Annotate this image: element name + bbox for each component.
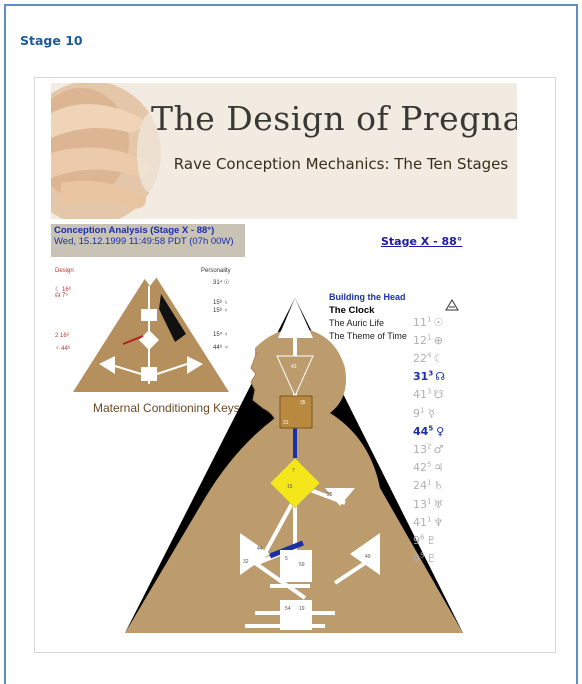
planet-symbol-icon: ☾ <box>431 352 445 365</box>
gate-sacral2: 59 <box>299 562 305 568</box>
planet-gate: 224 <box>413 352 431 365</box>
planet-row: 413☋ <box>413 388 445 402</box>
planet-symbol-icon: ♂ <box>431 443 445 456</box>
mini-left-row-4: ♆ 44⁶ <box>55 345 71 352</box>
planet-gate: 411 <box>413 516 431 529</box>
planet-row: 411♆ <box>413 515 445 529</box>
mini-left-row-1: ☾ 16⁶ <box>55 286 72 293</box>
building-head-info: Building the Head The Clock The Auric Li… <box>329 291 407 343</box>
gate-g2: 7 <box>292 468 295 474</box>
mini-personality-header: Personality <box>201 268 231 274</box>
gate-ajna: 43 <box>291 364 297 370</box>
conception-analysis-box: Conception Analysis (Stage X - 88°) Wed,… <box>51 224 245 257</box>
planet-row: 131♅ <box>413 497 445 511</box>
planet-gate: 241 <box>413 479 431 492</box>
planet-gate: 445 <box>413 425 433 438</box>
planet-row: 241♄ <box>413 479 445 493</box>
planet-row: 425♃ <box>413 461 445 475</box>
planet-row: 111☉ <box>413 315 445 329</box>
planet-row: 132♂ <box>413 442 445 456</box>
planet-symbol-icon: ♃ <box>431 461 445 474</box>
gate-root: 54 <box>285 606 291 612</box>
head-auric: The Auric Life <box>329 317 407 330</box>
planet-symbol-icon: ☉ <box>431 316 445 329</box>
planet-symbol-icon: ♇ <box>424 552 438 565</box>
head-center <box>278 298 313 338</box>
mini-right-row-1: 31⁴ ☉ <box>213 279 229 286</box>
planet-symbol-icon: ⊕ <box>431 334 445 347</box>
panel-title: Stage 10 <box>20 33 83 48</box>
planet-gate: 111 <box>413 316 431 329</box>
banner-title: The Design of Pregnancy <box>151 99 517 138</box>
planet-symbol-icon: ☋ <box>431 388 445 401</box>
root-center <box>280 600 312 630</box>
planet-row: 96♇ <box>413 533 438 547</box>
content-frame: The Design of Pregnancy Rave Conception … <box>34 77 556 653</box>
planet-gate: 132 <box>413 443 431 456</box>
planet-row: 224☾ <box>413 351 445 365</box>
head-clock: The Clock <box>329 304 407 317</box>
planet-gate: 95 <box>413 552 424 565</box>
planet-symbol-icon: ♅ <box>431 498 445 511</box>
mini-left-row-3: 2 16⁶ <box>55 332 70 339</box>
mini-left-row-2: ☊ 7⁵ <box>55 292 68 299</box>
planet-gate: 425 <box>413 461 431 474</box>
planet-symbol-icon: ♆ <box>431 516 445 529</box>
head-theme: The Theme of Time <box>329 330 407 343</box>
gate-sacral: 5 <box>285 556 288 562</box>
planet-row: 121⊕ <box>413 333 445 347</box>
planet-row: 91☿ <box>413 406 438 420</box>
planet-gate: 313 <box>413 370 433 383</box>
planet-gate: 91 <box>413 407 424 420</box>
gate-throat: 35 <box>300 400 306 406</box>
planet-row: 445♀ <box>413 424 447 438</box>
banner: The Design of Pregnancy Rave Conception … <box>51 83 517 219</box>
gate-throat-side: 31 <box>283 420 289 426</box>
planet-gate: 121 <box>413 334 431 347</box>
planet-symbol-icon: ♇ <box>424 534 438 547</box>
mini-design-header: Design <box>55 268 74 274</box>
planet-gate: 131 <box>413 498 431 511</box>
stage-x-link[interactable]: Stage X - 88° <box>381 235 462 248</box>
gate-spleen2: 32 <box>243 559 249 565</box>
sacral-center <box>280 550 312 582</box>
planet-gate: 96 <box>413 534 424 547</box>
analysis-title: Conception Analysis (Stage X - 88°) <box>54 225 242 236</box>
analysis-date: Wed, 15.12.1999 11:49:58 PDT (07h 00W) <box>54 236 242 247</box>
banner-subtitle: Rave Conception Mechanics: The Ten Stage… <box>171 155 511 173</box>
planet-symbol-icon: ☊ <box>433 370 447 383</box>
gate-spleen: 44 <box>257 546 263 552</box>
planet-gate: 413 <box>413 388 431 401</box>
gate-root2: 19 <box>299 606 305 612</box>
planet-symbol-icon: ♄ <box>431 479 445 492</box>
triangle-eye-icon <box>445 299 459 311</box>
gate-heart: 25 <box>327 492 333 498</box>
planet-symbol-icon: ♀ <box>433 425 447 438</box>
gate-solar: 49 <box>365 554 371 560</box>
planet-symbol-icon: ☿ <box>424 407 438 420</box>
gate-g: 15 <box>287 484 293 490</box>
planet-row: 95♇ <box>413 552 438 566</box>
planet-row: 313☊ <box>413 370 447 384</box>
head-heading: Building the Head <box>329 291 407 304</box>
